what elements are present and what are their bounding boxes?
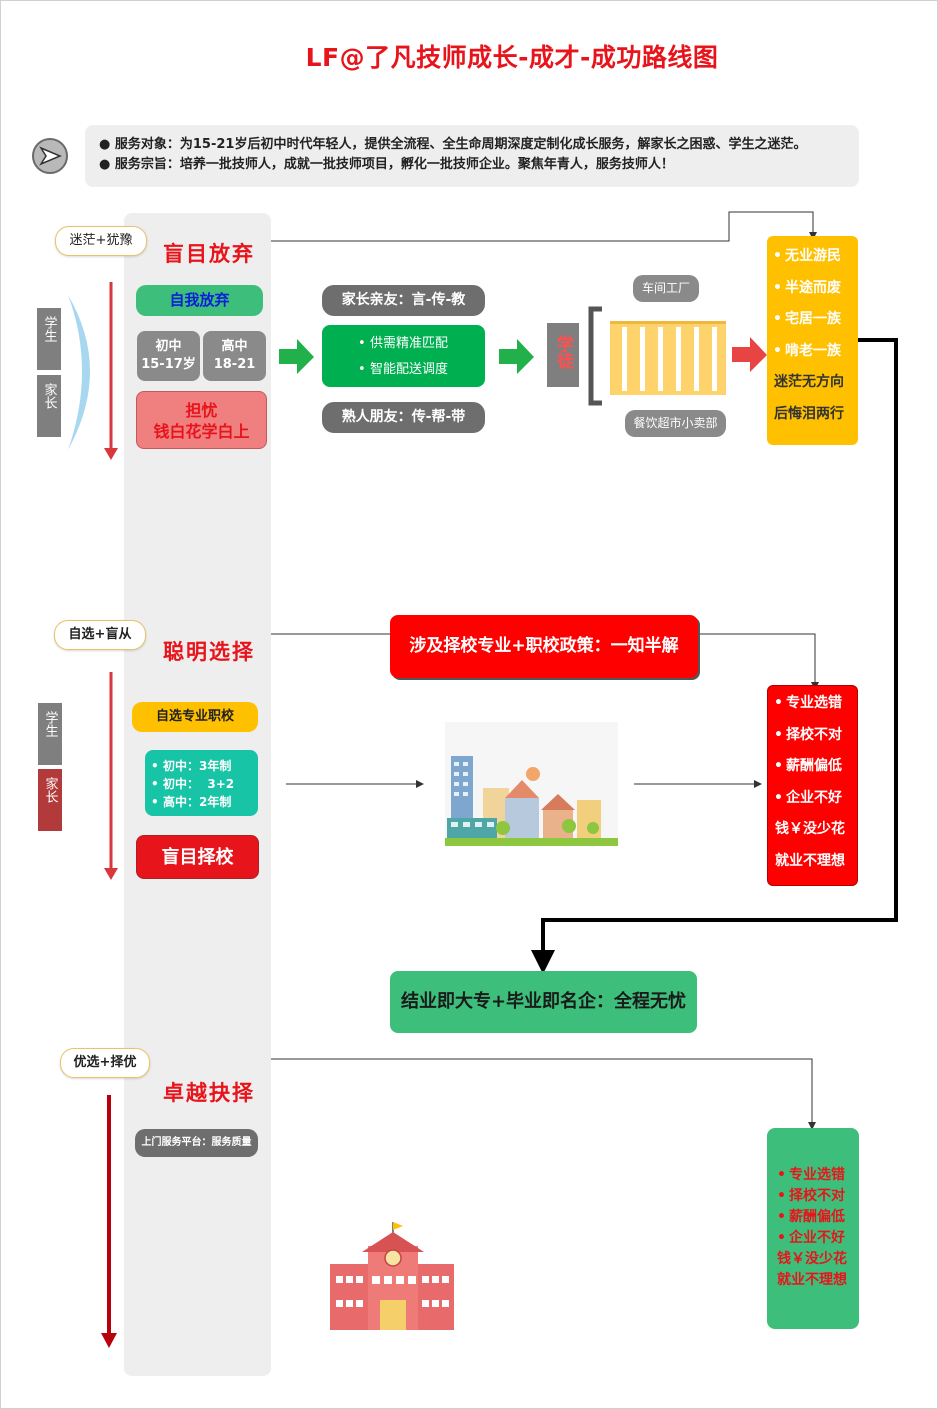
section1-heading: 盲目放弃: [163, 241, 255, 266]
section1-outcomes: 无业游民 半途而废 宅居一族 啃老一族 迷茫无方向 后悔泪两行: [767, 236, 858, 445]
graduation-box[interactable]: 结业即大专+毕业即名企：全程无忧: [390, 971, 697, 1033]
section3-heading: 卓越抉择: [163, 1080, 255, 1105]
section2-heading: 聪明选择: [163, 639, 255, 664]
school-duration-box[interactable]: 初中：3年制 初中： 3+2 高中：2年制: [145, 750, 258, 816]
green-arrow-icon: [499, 339, 534, 374]
platform-box[interactable]: 上门服务平台：服务质量: [135, 1129, 258, 1157]
section1-outcome-list: 无业游民 半途而废 宅居一族 啃老一族: [773, 241, 858, 367]
senior-school-box[interactable]: 高中 18-21: [203, 331, 266, 381]
page-title: LF@了凡技师成长-成才-成功路线图: [305, 43, 719, 72]
play-arrow-icon[interactable]: [32, 138, 68, 174]
city-illustration-icon: [445, 722, 618, 846]
self-abandon-box[interactable]: 自我放弃: [136, 285, 263, 316]
family-friends-box[interactable]: 家长亲友：言-传-教: [322, 285, 485, 316]
junior-school-box[interactable]: 初中 15-17岁: [137, 331, 200, 381]
section2-outcomes: 专业选错 择校不对 薪酬偏低 企业不好 钱￥没少花 就业不理想: [767, 685, 858, 886]
workshop-label: 车间工厂: [633, 275, 699, 302]
service-target: ● 服务对象：为15-21岁后初中时代年轻人，提供全流程、全生命周期深度定制化成…: [99, 137, 807, 152]
policy-box[interactable]: 涉及择校专业+职校政策：一知半解: [390, 615, 698, 678]
blind-school-box[interactable]: 盲目择校: [136, 835, 259, 879]
green-arrow-icon: [279, 339, 314, 374]
shelf-icon: [588, 306, 726, 406]
apprentice-box[interactable]: 学徒: [547, 323, 579, 387]
section1-tag: 迷茫+犹豫: [55, 226, 147, 256]
vtag-parent-1: 家长: [37, 375, 61, 437]
section3-outcomes: 专业选错 择校不对 薪酬偏低 企业不好 钱￥没少花 就业不理想: [767, 1128, 859, 1329]
green-match-box[interactable]: 供需精准匹配 智能配送调度: [322, 325, 485, 387]
vtag-student-1: 学生: [37, 308, 61, 370]
vtag-parent-2: 家长: [38, 769, 62, 831]
section2-tag: 自选+盲从: [54, 620, 146, 650]
school-duration-list: 初中：3年制 初中： 3+2 高中：2年制: [151, 757, 258, 811]
service-info-panel: ● 服务对象：为15-21岁后初中时代年轻人，提供全流程、全生命周期深度定制化成…: [85, 125, 859, 187]
section3-tag: 优选+择优: [60, 1048, 150, 1078]
section3-outcome-list: 专业选错 择校不对 薪酬偏低 企业不好: [777, 1165, 859, 1249]
section2-outcome-list: 专业选错 择校不对 薪酬偏低 企业不好: [774, 688, 857, 814]
catering-label: 餐饮超市小卖部: [625, 410, 726, 437]
red-arrow-icon: [732, 337, 767, 372]
service-purpose: ● 服务宗旨：培养一批技师人，成就一批技师项目，孵化一批技师企业。聚焦年青人，服…: [99, 157, 674, 172]
self-select-box[interactable]: 自选专业职校: [132, 702, 258, 732]
green-match-list: 供需精准匹配 智能配送调度: [358, 331, 485, 383]
school-building-icon: [330, 1222, 454, 1330]
vtag-student-2: 学生: [38, 703, 62, 765]
acquaintances-box[interactable]: 熟人朋友：传-帮-带: [322, 402, 485, 433]
worry-box[interactable]: 担忧 钱白花学白上: [136, 391, 267, 449]
